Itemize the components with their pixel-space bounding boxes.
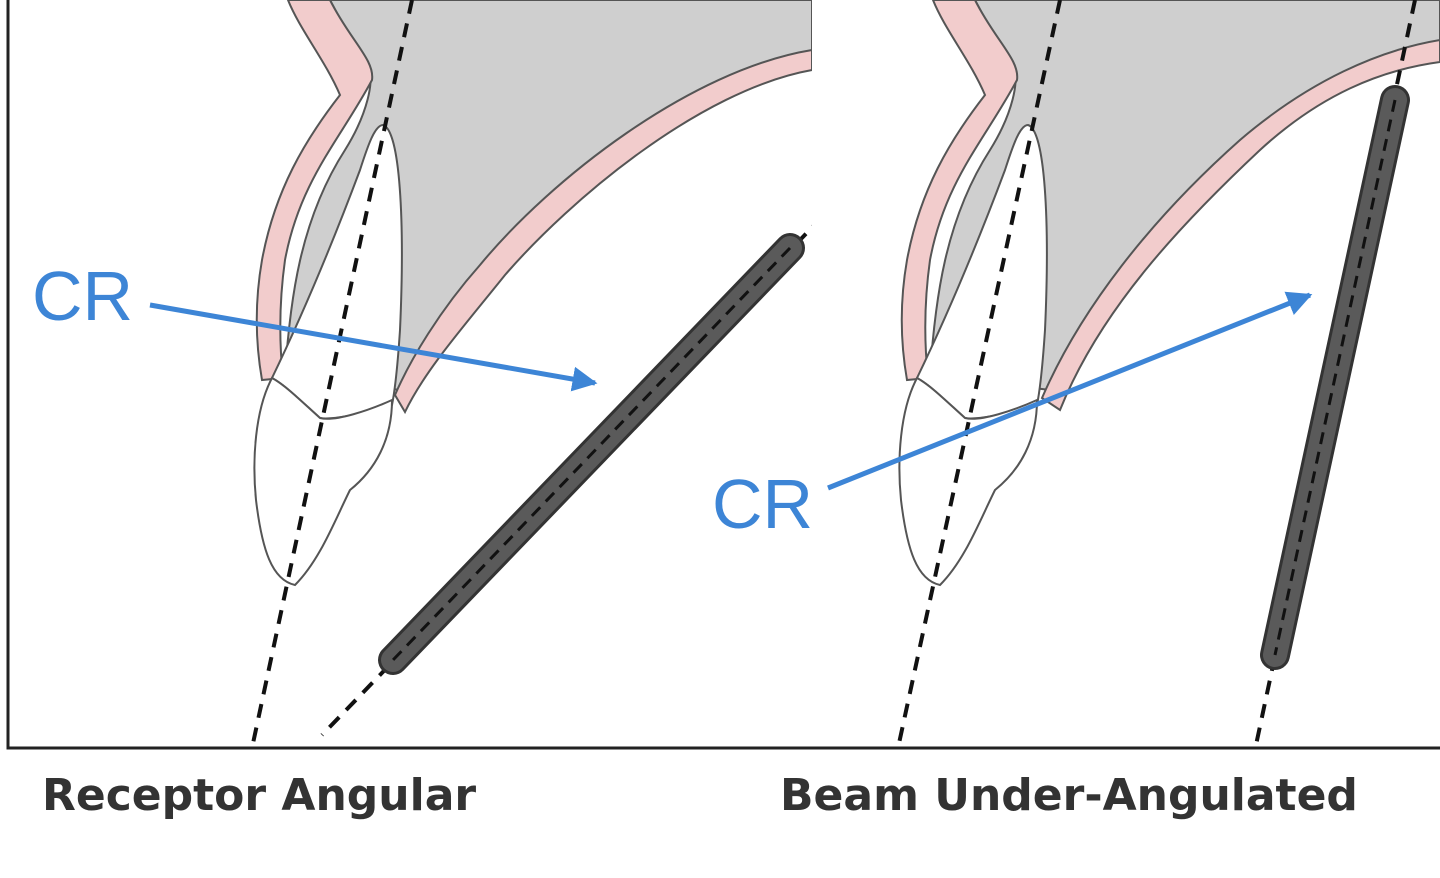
- receptor-left-dash: [391, 246, 792, 662]
- tooth-crown-left: [253, 376, 394, 587]
- gum-facial-left: [393, 48, 813, 415]
- cr-label-right: CR: [712, 465, 813, 543]
- cr-label-left: CR: [32, 257, 133, 335]
- panel-right: CR: [712, 0, 1440, 749]
- tooth-crown-right: [898, 376, 1039, 587]
- panel-left-frame: [6, 0, 1440, 750]
- cr-arrow-right: [827, 291, 1313, 491]
- tooth-axis-line-left: [250, 0, 414, 749]
- receptor-right-dash: [1273, 99, 1397, 656]
- tooth-axis-line-right: [896, 0, 1062, 749]
- gum-facial-right: [1040, 38, 1440, 412]
- panel-left: CR: [6, 0, 1440, 750]
- cr-arrow-left: [149, 302, 598, 392]
- caption-receptor-angular: Receptor Angular: [42, 770, 477, 821]
- caption-beam-under-angulated: Beam Under-Angulated: [780, 770, 1358, 821]
